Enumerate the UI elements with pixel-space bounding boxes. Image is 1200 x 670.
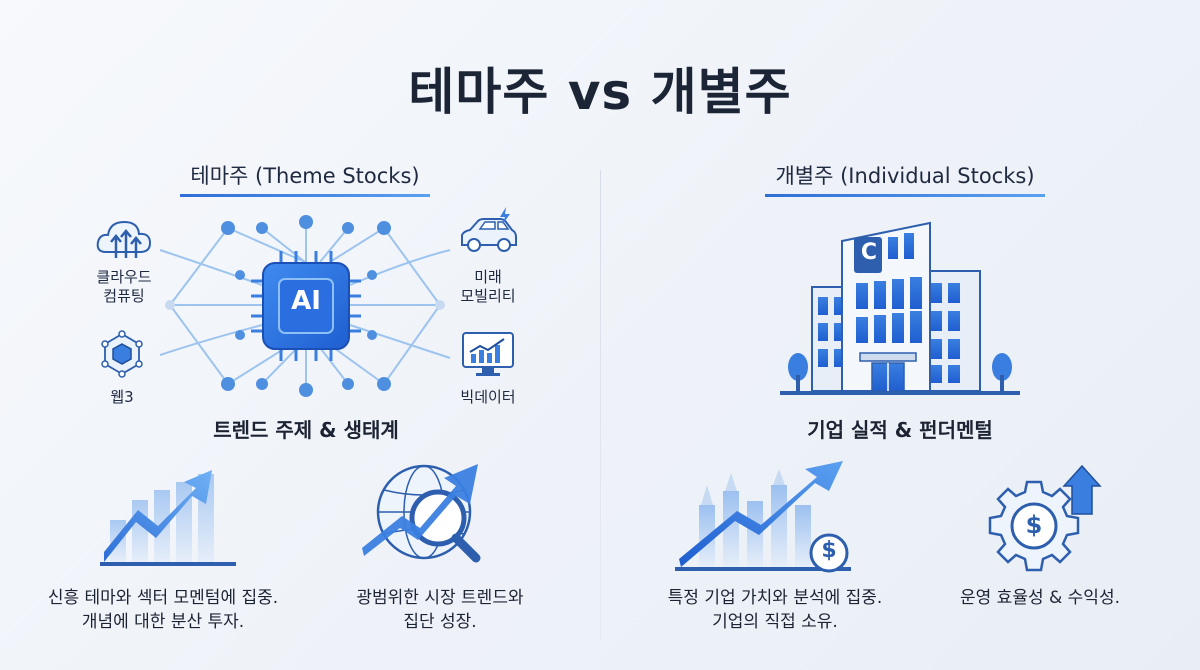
theme-item-bigdata-label: 빅데이터 [460, 388, 516, 406]
theme-caption: 트렌드 주제 & 생태계 [213, 418, 399, 442]
theme-feature-2-text: 광범위한 시장 트렌드와 집단 성장. [356, 588, 524, 632]
growth-arrow-dollar-icon [675, 461, 851, 573]
gear-dollar-sign-icon: $ [1025, 511, 1043, 539]
electric-car-icon [461, 207, 517, 252]
gear-dollar-icon [988, 464, 1102, 572]
ai-chip-label: AI [291, 286, 321, 316]
section-divider [600, 170, 601, 640]
theme-item-cloud-label: 클라우드 컴퓨팅 [96, 268, 152, 305]
monitor-chart-icon [462, 332, 514, 376]
theme-item-web3-label: 웹3 [110, 388, 134, 406]
rising-bar-chart-icon [100, 470, 236, 566]
building-logo-c-icon: C [860, 240, 878, 265]
individual-caption: 기업 실적 & 펀더멘털 [807, 418, 993, 442]
individual-feature-1-text: 특정 기업 가치와 분석에 집중. 기업의 직접 소유. [667, 588, 883, 632]
globe-magnifier-trend-icon [362, 464, 481, 563]
corporate-building-icon [780, 221, 1020, 395]
blockchain-cube-icon [101, 330, 143, 378]
individual-heading-underline [765, 194, 1045, 197]
cloud-upload-icon [96, 220, 152, 258]
theme-feature-1-text: 신흥 테마와 섹터 모멘텀에 집중. 개념에 대한 분산 투자. [47, 588, 279, 632]
individual-stocks-heading: 개별주 (Individual Stocks) [775, 164, 1035, 188]
page-title: 테마주 vs 개별주 [408, 63, 792, 121]
theme-item-mobility-label: 미래 모빌리티 [460, 268, 516, 305]
ai-chip-icon [251, 251, 361, 361]
theme-stocks-heading: 테마주 (Theme Stocks) [190, 164, 420, 188]
theme-heading-underline [180, 194, 430, 197]
dollar-coin-icon: $ [821, 538, 837, 563]
individual-feature-2-text: 운영 효율성 & 수익성. [960, 588, 1120, 608]
